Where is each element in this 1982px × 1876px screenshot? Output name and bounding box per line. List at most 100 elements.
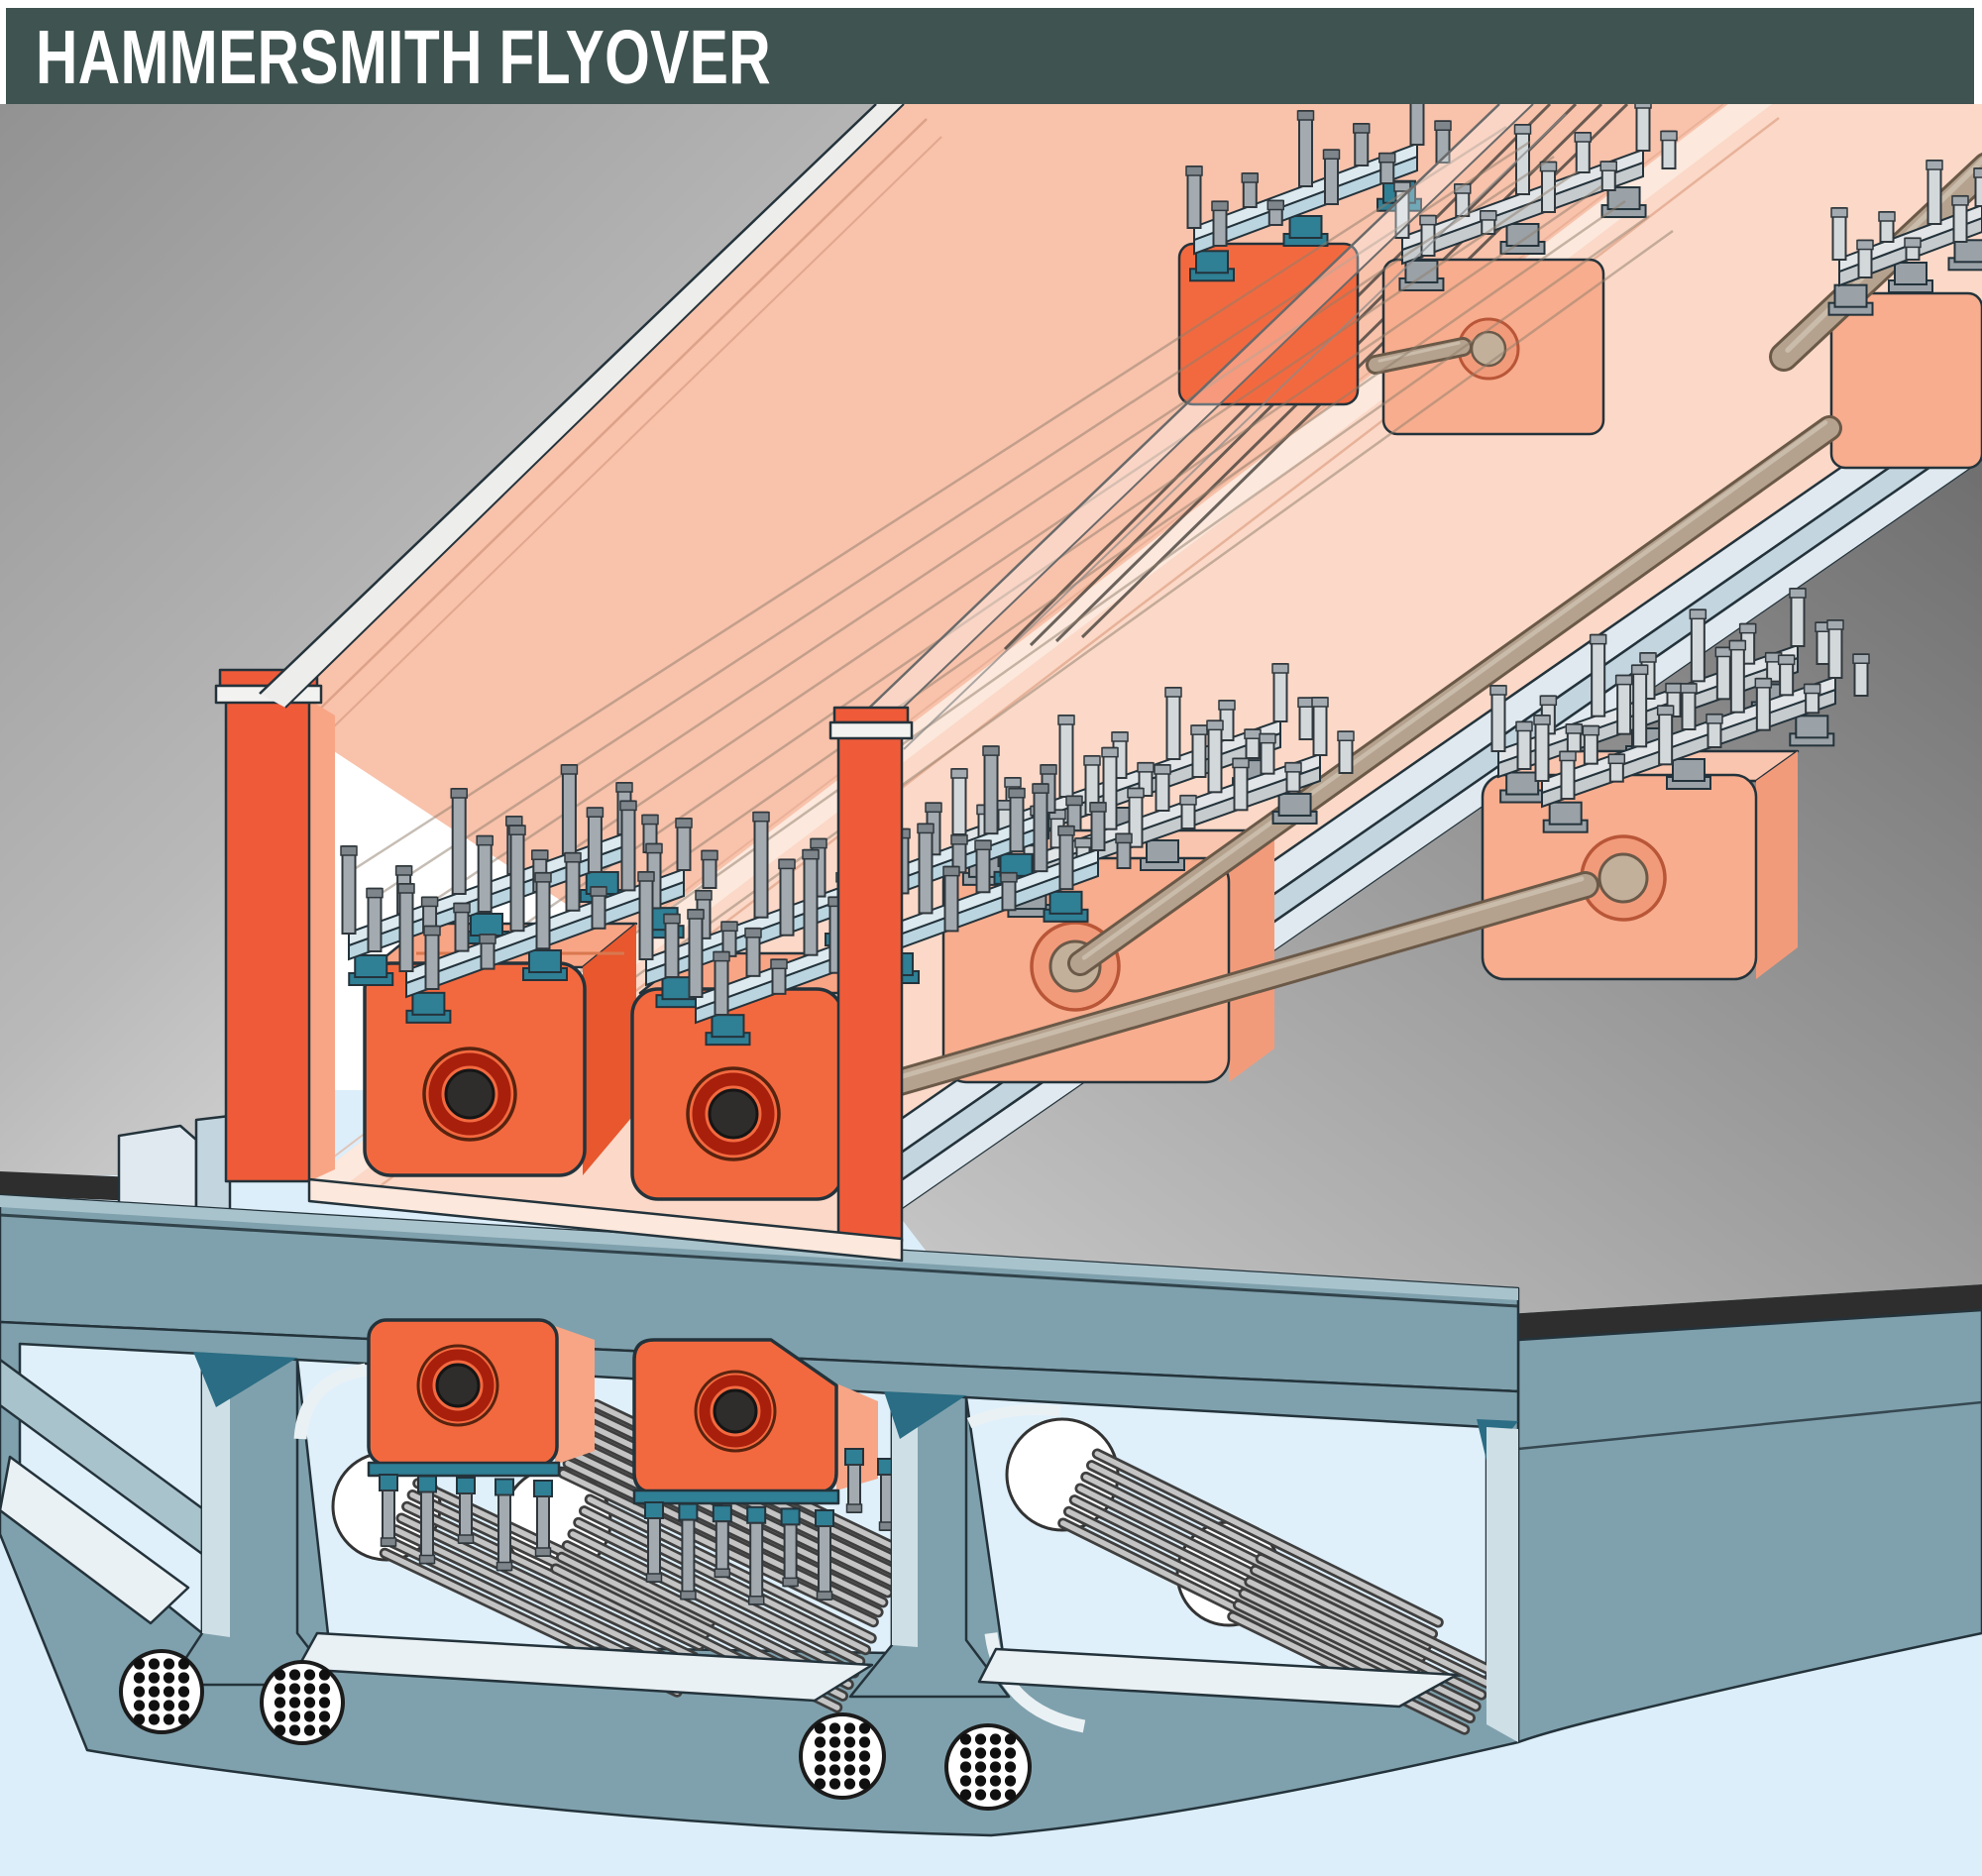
pin-cap [1454, 183, 1472, 194]
pin [681, 1518, 696, 1600]
pin-cap [917, 823, 935, 834]
pin [918, 823, 934, 915]
pin-cap [505, 816, 523, 827]
pin-cap [1789, 588, 1807, 599]
rail-pad [1505, 223, 1540, 247]
cable-dot [148, 1672, 161, 1684]
cable-dot [959, 1733, 972, 1745]
pin-cap [1378, 153, 1396, 164]
pin-cap [942, 865, 960, 877]
cable-dot [274, 1697, 286, 1709]
pin [1490, 685, 1506, 752]
pin [1298, 110, 1313, 187]
pin-cap [1680, 683, 1698, 694]
block-side [583, 924, 636, 1175]
tendon-tube [1252, 1567, 1490, 1687]
cable-dot [814, 1764, 826, 1776]
pin-cap [1656, 705, 1675, 717]
tendon-rod-highlight [873, 876, 1585, 1087]
pin-cap [720, 921, 738, 933]
cable-dot [989, 1789, 1002, 1801]
cable-dot [828, 1722, 841, 1734]
tendon-bundles [1057, 1448, 1498, 1735]
pin-cap [457, 1534, 475, 1544]
pin-cap [645, 842, 663, 854]
pin-cap [590, 886, 607, 897]
tendon-tube [570, 1531, 857, 1676]
block-face [1829, 291, 1982, 470]
pin-cap [1179, 795, 1197, 806]
cable-dot [148, 1686, 161, 1698]
pin [638, 871, 654, 960]
translucent-tendon [416, 155, 1555, 914]
girder-floor-strip [0, 1455, 190, 1625]
pin-cap [1211, 200, 1229, 212]
pin-cap [564, 852, 582, 863]
pin-cap [637, 871, 655, 882]
pin [1165, 687, 1181, 760]
cable-dot [274, 1724, 286, 1736]
pin [497, 1493, 511, 1572]
cable-dot [303, 1724, 316, 1736]
cable-dot [974, 1733, 987, 1745]
pin [783, 1523, 798, 1588]
pin-cap [695, 890, 713, 901]
pin-cap [1244, 728, 1262, 739]
pin-cap [1565, 723, 1584, 734]
pin-cap [1271, 663, 1289, 674]
girder-flange-line [0, 1213, 1519, 1308]
pin [1632, 664, 1648, 748]
pin [1591, 633, 1606, 717]
pin-cap [1065, 795, 1083, 807]
anchor-hole [444, 1068, 496, 1120]
pin [535, 871, 551, 950]
pin-cap [1489, 685, 1507, 696]
cable-dot [274, 1669, 286, 1681]
anchor-ring [428, 1052, 511, 1136]
cable-dot [288, 1697, 301, 1709]
girder-floor-strip [977, 1647, 1459, 1709]
pin-cap [1660, 130, 1678, 142]
pin-cap [1311, 697, 1329, 708]
pin-cap [744, 928, 762, 938]
pin-cap [747, 1596, 765, 1605]
cable-dot [828, 1750, 841, 1762]
rail-pad [1833, 283, 1868, 308]
pin-cap [1665, 683, 1683, 694]
cable-dot [318, 1724, 331, 1736]
rail-pad [1288, 215, 1323, 239]
pin-cap [1630, 664, 1649, 676]
cable-dot [858, 1750, 871, 1762]
cable-dot [148, 1700, 161, 1711]
pin-cap [782, 1577, 799, 1588]
pin [647, 1517, 661, 1583]
pin-cap [1266, 199, 1284, 211]
pin-pad [712, 1504, 732, 1523]
cable-dot [318, 1683, 331, 1695]
upper-left-gray-background [0, 104, 876, 1175]
cable-dot [828, 1764, 841, 1776]
cable-dot [974, 1775, 987, 1787]
rail-pad [528, 949, 562, 973]
cable-dot [858, 1722, 871, 1734]
corner-fillet [293, 1363, 368, 1440]
pin-cap [1826, 619, 1844, 630]
pin [398, 883, 414, 972]
pin [420, 1490, 434, 1565]
pin-cap [1115, 832, 1133, 844]
pin-cap [1856, 239, 1874, 251]
rail-pad [470, 913, 503, 937]
pin-cap [534, 1547, 552, 1557]
tendon-rod-highlight [1377, 341, 1461, 363]
cable-dot [288, 1724, 301, 1736]
pin-cap [560, 764, 579, 775]
pin-cap [340, 845, 358, 856]
girder-web-edge [1486, 1427, 1518, 1742]
pin-cap [1393, 181, 1411, 192]
pin-cap [1185, 166, 1203, 176]
cable-dot [814, 1736, 826, 1748]
cable-duct-circle [799, 1712, 886, 1800]
pin-cap [1000, 872, 1018, 883]
